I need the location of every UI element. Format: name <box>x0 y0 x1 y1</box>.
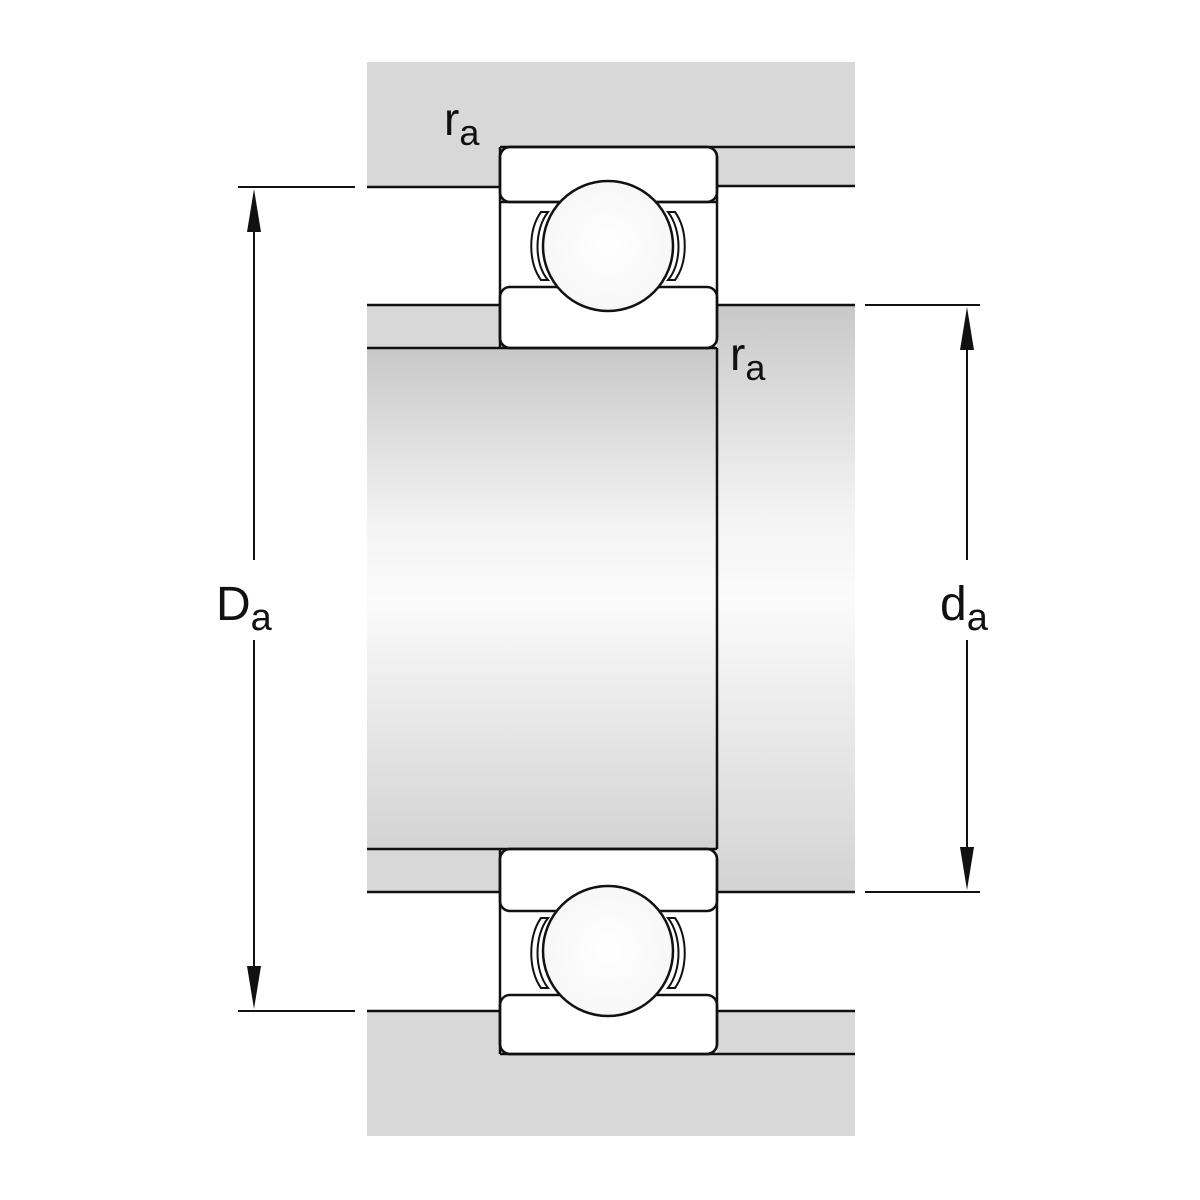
label-d-inner-base: d <box>940 578 967 631</box>
label-r-inner-sub: a <box>745 347 766 388</box>
housing-bottom <box>367 1011 855 1136</box>
label-D-outer: Da <box>216 578 273 639</box>
dimension-da-arrow-bottom <box>960 847 974 890</box>
bearing-bottom-cage-right <box>665 917 686 989</box>
bearing-top <box>498 145 719 350</box>
bearing-bottom <box>498 847 719 1056</box>
label-D-outer-base: D <box>216 578 251 631</box>
label-r-top: ra <box>444 93 480 153</box>
label-D-outer-sub: a <box>251 597 273 639</box>
bearing-bottom-ball <box>541 884 675 1018</box>
label-r-top-base: r <box>444 93 459 145</box>
shaft-shoulder-top-left <box>367 305 500 348</box>
bearing-bottom-cage-left <box>530 917 551 989</box>
label-r-inner: ra <box>730 328 766 388</box>
shaft-body <box>367 348 717 849</box>
label-d-inner-sub: a <box>967 597 989 639</box>
housing-top <box>367 62 855 187</box>
label-r-top-sub: a <box>459 112 480 153</box>
shaft-right-section <box>717 305 855 892</box>
dimension-Da-arrow-bottom <box>247 966 261 1009</box>
dimension-Da <box>238 186 355 1012</box>
bearing-top-ball <box>541 179 675 313</box>
bearing-top-cage-left <box>530 211 551 281</box>
label-d-inner: da <box>940 578 989 639</box>
dimension-da-arrow-top <box>960 307 974 350</box>
dimension-da <box>865 304 980 893</box>
dimension-Da-arrow-top <box>247 189 261 232</box>
shaft-shoulder-bottom-left <box>367 849 500 892</box>
bearing-top-cage-right <box>665 211 686 281</box>
label-r-inner-base: r <box>730 328 745 380</box>
